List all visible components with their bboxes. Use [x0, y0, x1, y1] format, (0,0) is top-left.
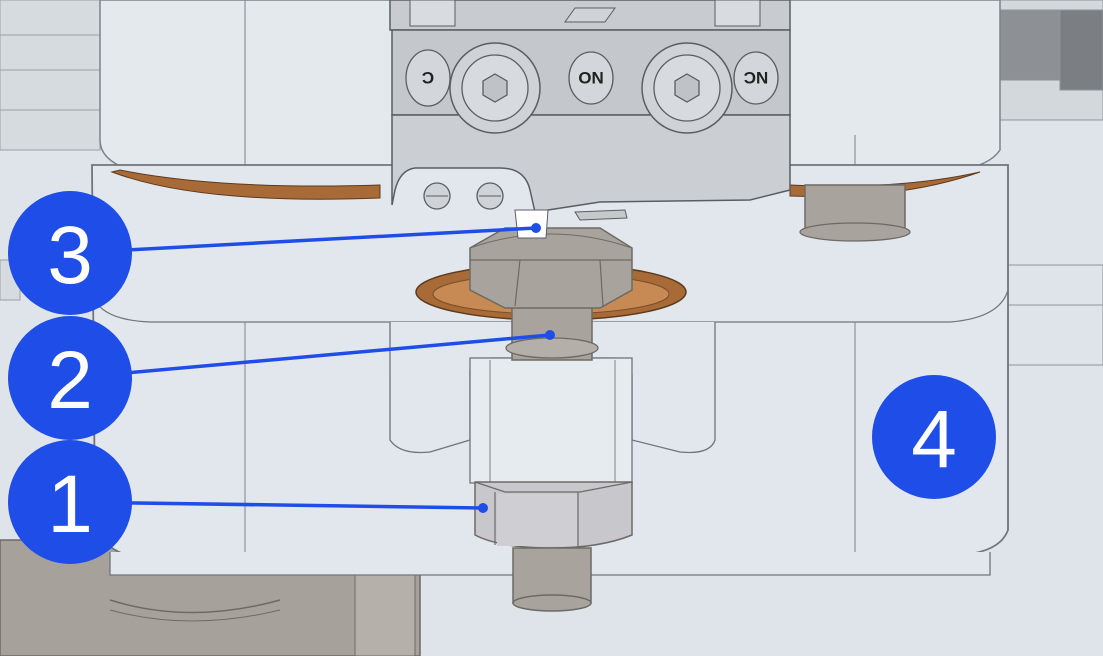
callout-4-circle — [872, 375, 996, 499]
adjusting-screw-hole — [505, 337, 599, 359]
bolt-end — [512, 547, 592, 604]
terminal-no-boss — [568, 51, 614, 105]
switch-lever — [574, 209, 628, 221]
leader-end-1 — [478, 503, 488, 513]
terminal-c-boss — [405, 49, 451, 107]
leader-end-3 — [531, 223, 541, 233]
leader-line-2 — [68, 333, 552, 380]
right-background-structure — [999, 0, 1103, 366]
terminal-nc-label: NC — [744, 68, 769, 87]
terminal-no-label: NO — [578, 68, 604, 87]
callout-3: 3 — [8, 191, 132, 315]
callout-2: 2 — [8, 316, 132, 440]
callout-2-circle — [8, 316, 132, 440]
terminal-nc-boss — [733, 51, 779, 105]
terminal-c-label: C — [422, 68, 434, 87]
switch-screw-right — [641, 42, 733, 134]
switch-screw-left — [449, 42, 541, 134]
leader-line-3 — [68, 226, 538, 255]
callout-1-circle — [8, 440, 132, 564]
leader-line-1 — [68, 500, 485, 510]
bolt-end-tip — [512, 594, 592, 612]
left-background-slats — [0, 0, 101, 301]
callout-2-label: 2 — [47, 335, 93, 426]
lower-left-arc-2 — [109, 609, 281, 622]
adjusting-screw-head — [469, 227, 633, 309]
callout-1: 1 — [8, 440, 132, 564]
callout-4-label: 4 — [911, 394, 957, 485]
callout-3-circle — [8, 191, 132, 315]
leader-end-2 — [545, 330, 555, 340]
switch-plunger — [514, 209, 549, 239]
center-boss-front — [469, 357, 633, 484]
leader-lines — [68, 226, 552, 510]
callout-4: 4 — [872, 375, 996, 499]
brass-ring-left — [110, 169, 381, 200]
lock-nut — [474, 481, 633, 549]
lower-left-arc — [109, 599, 281, 614]
callout-3-label: 3 — [47, 210, 93, 301]
callout-1-label: 1 — [47, 459, 93, 550]
side-pin-base — [799, 222, 911, 242]
